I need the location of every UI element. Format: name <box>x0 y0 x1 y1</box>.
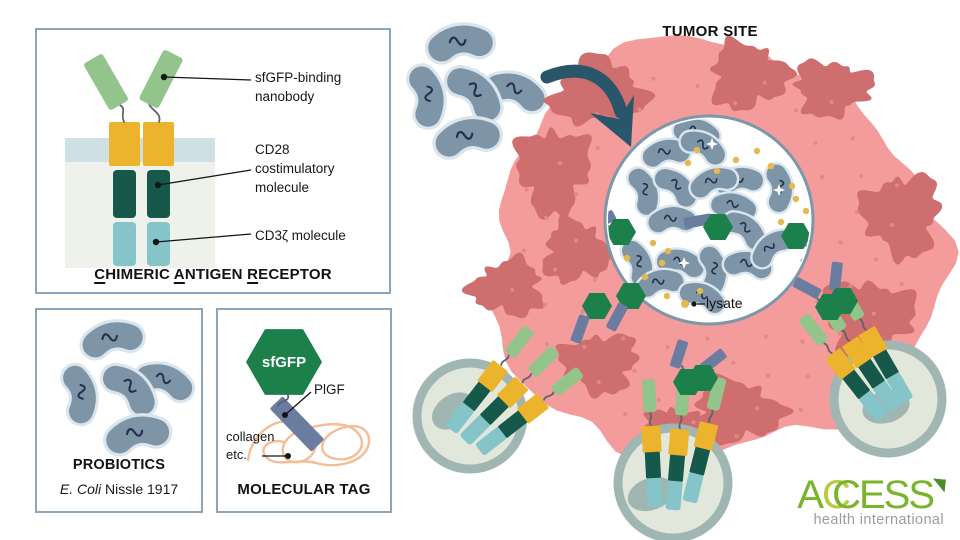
car-panel-title: CHIMERIC ANTIGEN RECEPTOR <box>94 266 332 283</box>
molecular-tag-diagram: sfGFP <box>246 329 371 467</box>
label-cd28: CD28 costimulatory molecule <box>255 142 335 196</box>
label-nanobody: sfGFP-binding nanobody <box>255 70 342 105</box>
label-lysate: lysate <box>706 295 743 311</box>
pigf-domain <box>270 396 324 452</box>
tumor-tags <box>570 283 646 345</box>
label-pigf: PlGF <box>314 382 345 397</box>
car-diagram <box>65 50 252 268</box>
free-bacteria-cluster <box>422 34 535 143</box>
engaged-tags <box>669 261 858 395</box>
entry-arrow-icon <box>540 64 634 147</box>
label-cd3z: CD3ζ molecule <box>255 228 346 243</box>
tumor-site-title: TUMOR SITE <box>662 23 758 40</box>
car-t-cell-middle <box>613 374 733 540</box>
car-panel: sfGFP-binding nanobody CD28 costimulator… <box>35 28 391 294</box>
probiotics-subtitle: E. Coli Nissle 1917 <box>59 481 179 497</box>
molecular-tag-title: MOLECULAR TAG <box>237 481 371 498</box>
molecular-tag-panel: sfGFP PlGF collagen etc. MOLECULAR TAG <box>216 308 392 513</box>
probiotics-bacteria <box>37 310 201 460</box>
logo-wordmark: ACCESS <box>797 475 946 515</box>
probiotics-panel: PROBIOTICS E. Coli Nissle 1917 <box>35 308 203 513</box>
car-t-cell-right <box>795 284 947 458</box>
svg-text:sfGFP: sfGFP <box>262 354 306 371</box>
car-t-cell-left <box>412 321 588 474</box>
probiotics-title: PROBIOTICS <box>72 457 166 473</box>
label-collagen: collagen etc. <box>226 429 275 463</box>
sfgfp-hexagon: sfGFP <box>246 329 322 395</box>
lysate-leader-dot <box>691 301 697 307</box>
logo-tagline: health international <box>813 512 944 528</box>
access-logo: ACCESS health international <box>797 475 946 528</box>
logo-swoosh-icon <box>931 458 948 499</box>
tumor-cells <box>461 35 943 453</box>
